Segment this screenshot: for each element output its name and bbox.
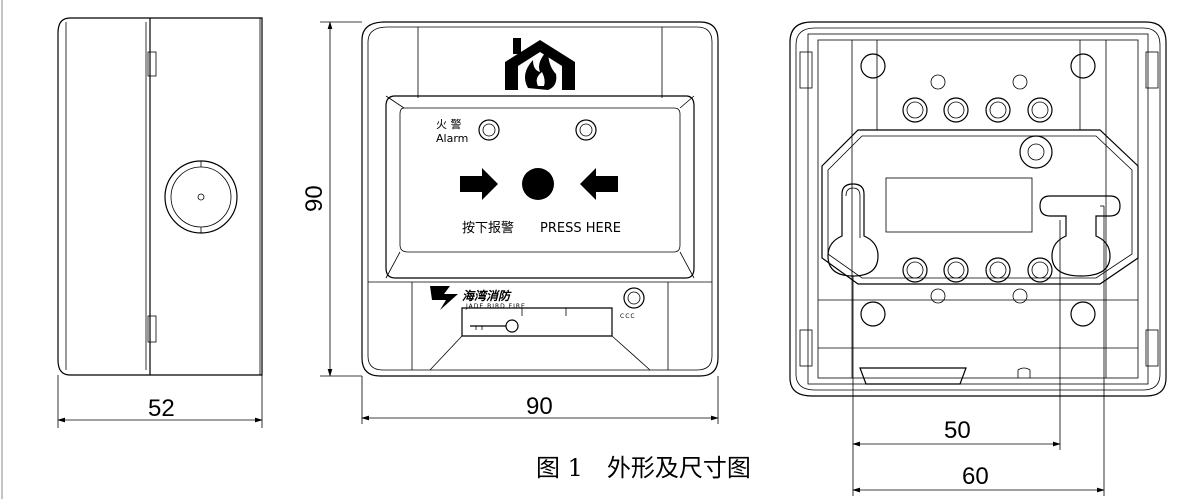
alarm-label: Alarm [436, 132, 468, 145]
ccc-mark-icon [623, 287, 645, 309]
figure-caption: 图 1 外形及尺寸图 [536, 454, 751, 482]
press-cn-label: 按下报警 [462, 220, 514, 236]
alarm-lamp [478, 119, 500, 141]
brand-en: JADE BIRD FIRE [465, 303, 526, 310]
press-en-label: PRESS HERE [540, 221, 621, 236]
status-lamp [575, 119, 597, 141]
fire-house-icon [505, 38, 575, 90]
arrow-right-icon [460, 168, 498, 200]
side-view [57, 17, 263, 428]
dim-back-outer: 60 [962, 463, 989, 490]
arrow-left-icon [580, 168, 618, 200]
dim-front-height: 90 [301, 185, 328, 212]
front-view [320, 21, 719, 424]
back-view [789, 21, 1167, 496]
dim-side-width: 52 [148, 395, 175, 422]
cert-code: CCC [620, 313, 636, 320]
key-icon [470, 319, 519, 333]
dim-back-inner: 50 [944, 417, 971, 444]
fire-label: 火 警 [436, 117, 462, 131]
brand-logo-icon [430, 286, 458, 310]
dim-front-width: 90 [526, 393, 553, 420]
press-button[interactable] [522, 168, 554, 200]
brand-cn: 海湾消防 [462, 289, 512, 303]
side-knob [164, 160, 238, 234]
